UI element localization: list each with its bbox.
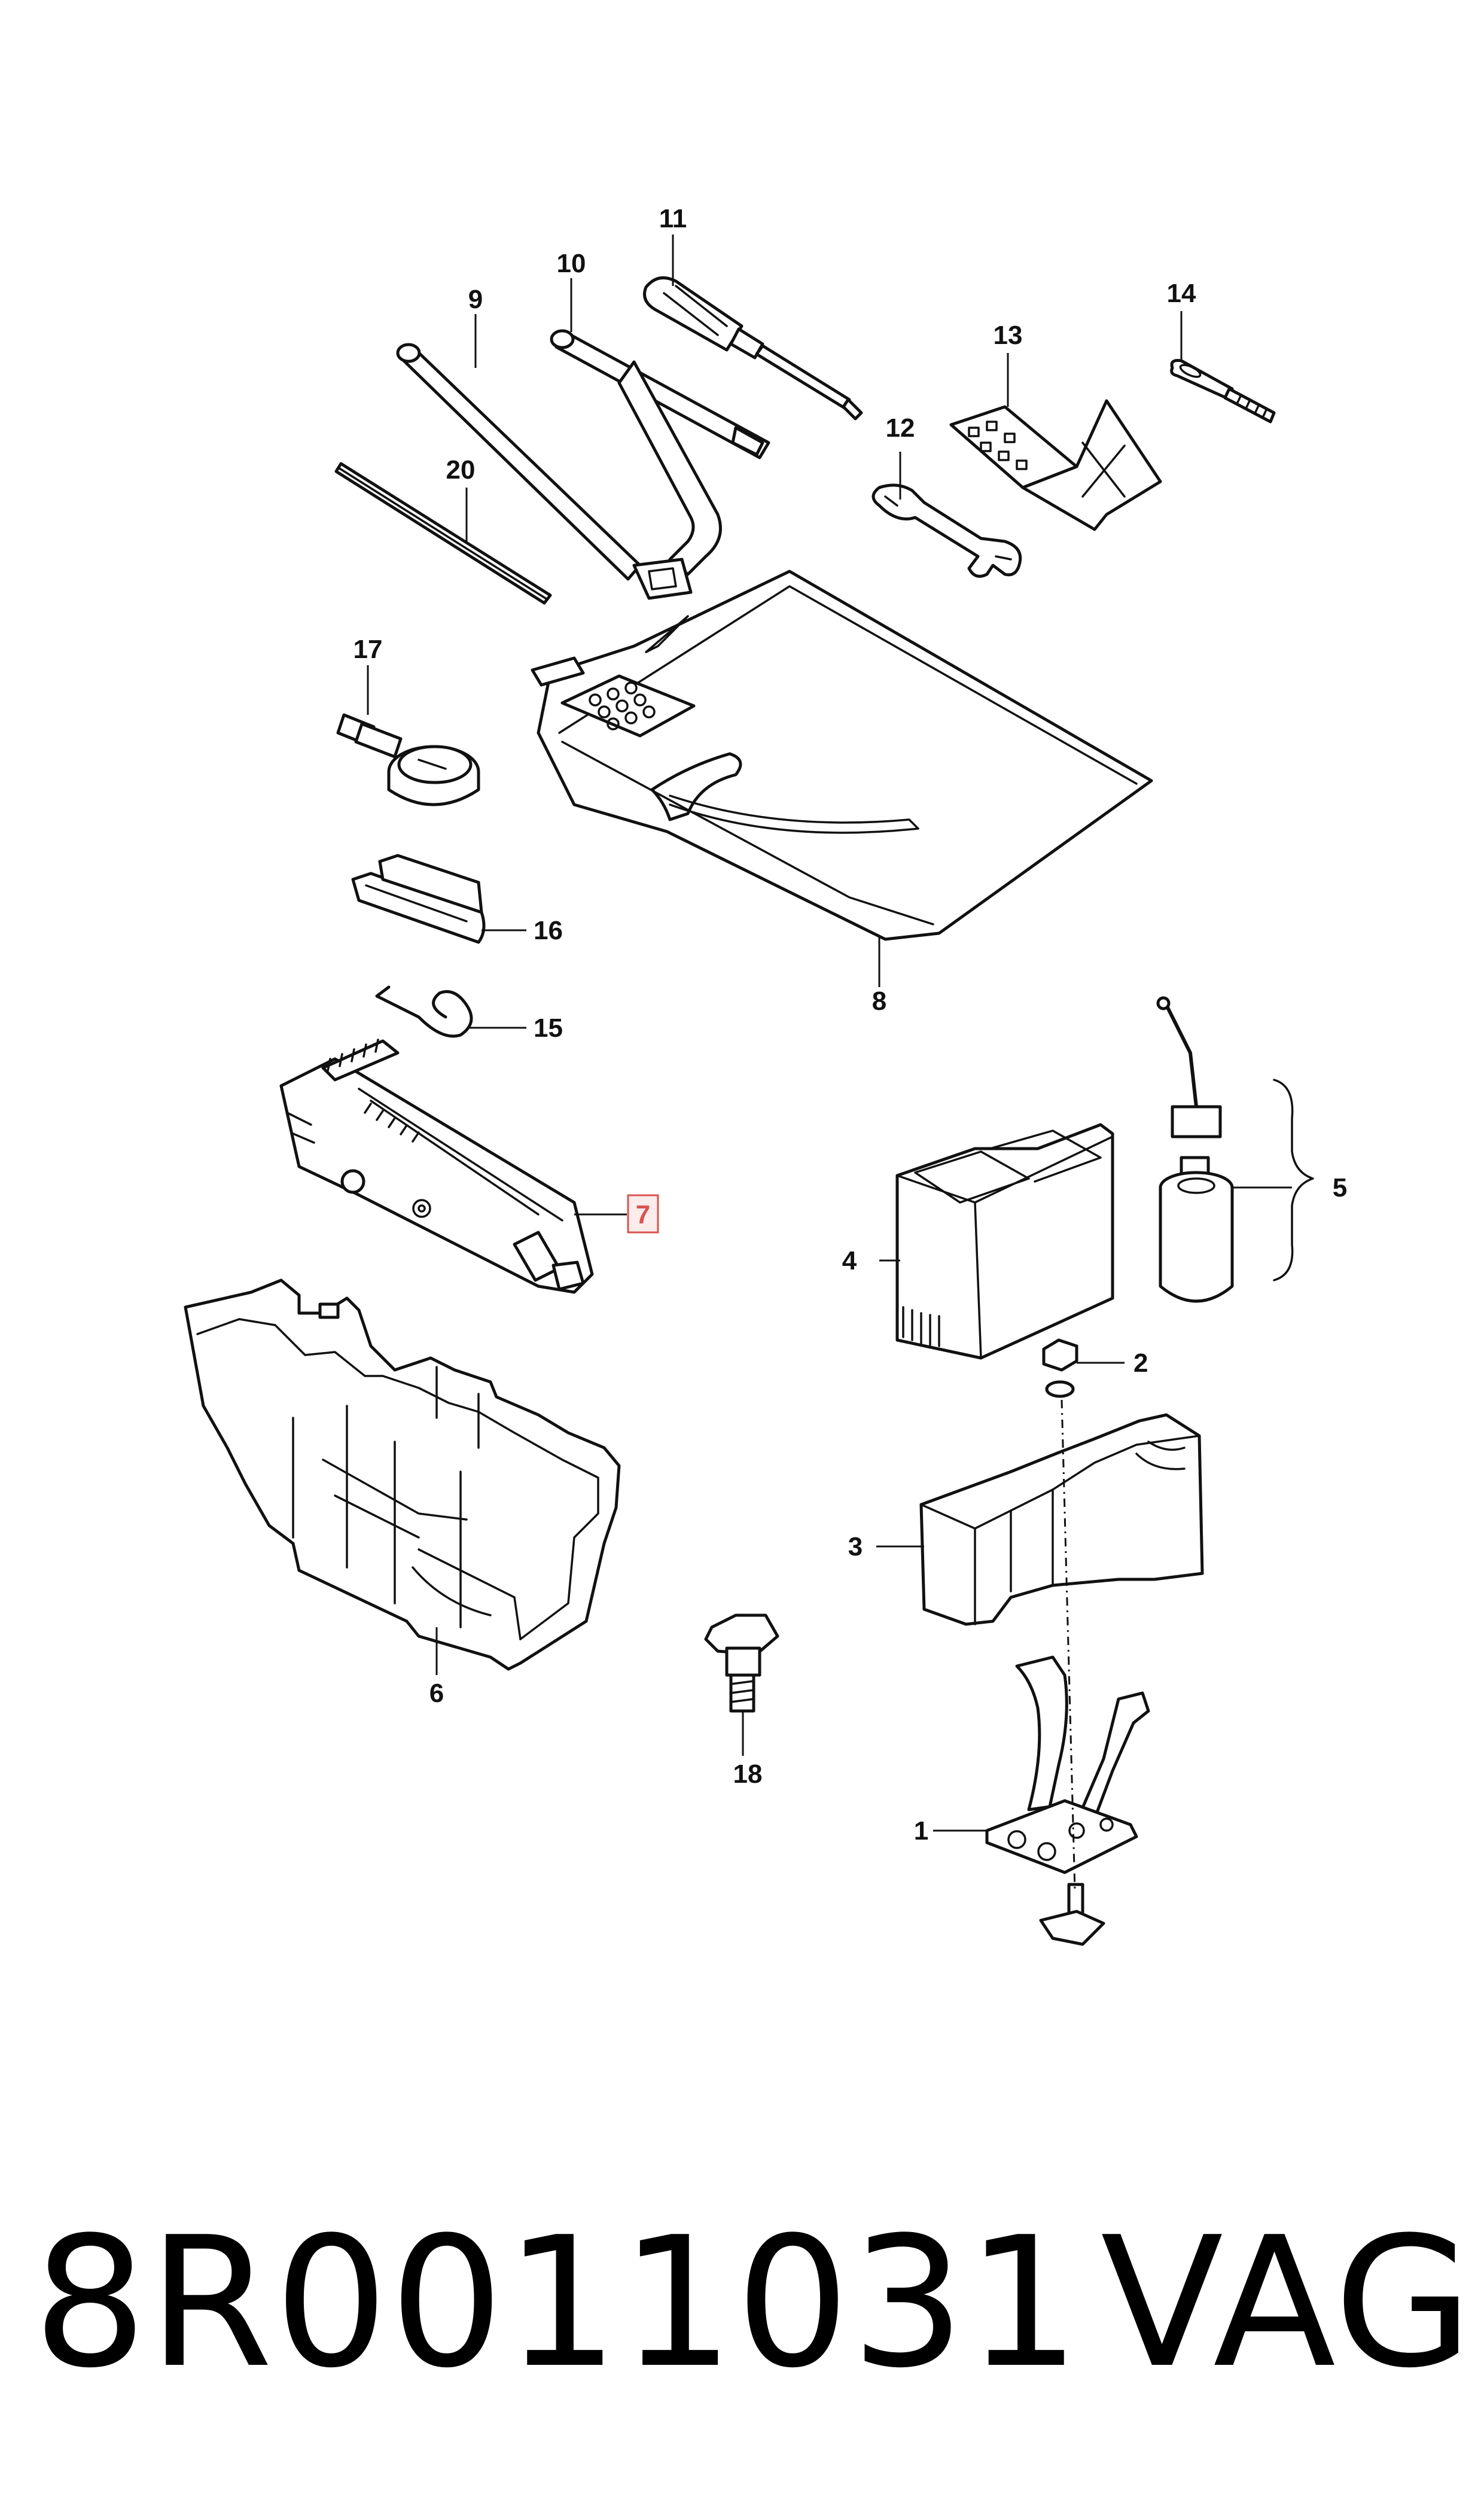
callout-3[interactable]: 3 — [848, 1532, 863, 1561]
part-7-jack — [279, 1039, 594, 1294]
part-4-box — [895, 1123, 1114, 1360]
callout-1[interactable]: 1 — [914, 1816, 928, 1846]
callout-15[interactable]: 15 — [534, 1013, 563, 1043]
part-16-clip — [351, 854, 486, 944]
callout-6[interactable]: 6 — [429, 1679, 444, 1708]
leader-lines — [367, 235, 1292, 1832]
part-12-spanner — [871, 483, 1022, 578]
callout-5[interactable]: 5 — [1333, 1173, 1347, 1202]
callout-20[interactable]: 20 — [446, 455, 476, 485]
assembly-axis — [1061, 1399, 1076, 1891]
part-2-nut — [1042, 1338, 1078, 1398]
callout-9[interactable]: 9 — [468, 285, 483, 314]
callout-7-highlight-box — [627, 1194, 659, 1234]
parts-diagram: 11 10 9 20 12 13 14 17 16 15 8 7 4 5 2 3… — [184, 204, 1347, 1946]
callout-10[interactable]: 10 — [557, 249, 586, 278]
callout-18[interactable]: 18 — [733, 1759, 763, 1789]
part-18-wing-nut — [704, 1613, 779, 1713]
callout-12[interactable]: 12 — [886, 413, 915, 443]
part-1-bracket — [985, 1655, 1150, 1946]
part-14-towing-eye — [1170, 359, 1276, 424]
part-11-screwdriver — [643, 276, 863, 421]
part-9-tube — [396, 343, 642, 581]
part-3-holder — [919, 1413, 1204, 1626]
part-8-tool-bag — [531, 570, 1153, 941]
part-number: 8R0011031 — [33, 2199, 1082, 2407]
callout-13[interactable]: 13 — [994, 321, 1023, 350]
callout-7[interactable]: 7 — [636, 1200, 650, 1229]
callout-16[interactable]: 16 — [534, 916, 563, 945]
part-15-spring — [375, 985, 473, 1038]
callout-8[interactable]: 8 — [872, 987, 886, 1016]
callout-17[interactable]: 17 — [354, 635, 383, 664]
part-6-foam-tray — [184, 1278, 621, 1671]
part-13-wheel-chock — [949, 399, 1162, 531]
callout-11[interactable]: 11 — [659, 204, 687, 233]
part-10-wheel-wrench — [550, 329, 770, 600]
callout-2[interactable]: 2 — [1133, 1348, 1148, 1378]
part-17-pressure-gauge — [336, 713, 480, 806]
part-20-rod — [334, 462, 552, 605]
footer: 8R0011031 VAG — [0, 2178, 1484, 2429]
part-5-sealant-bottle — [1156, 996, 1314, 1303]
brand-label: VAG — [1101, 2199, 1474, 2407]
callout-14[interactable]: 14 — [1167, 279, 1196, 308]
callout-4[interactable]: 4 — [842, 1246, 857, 1275]
